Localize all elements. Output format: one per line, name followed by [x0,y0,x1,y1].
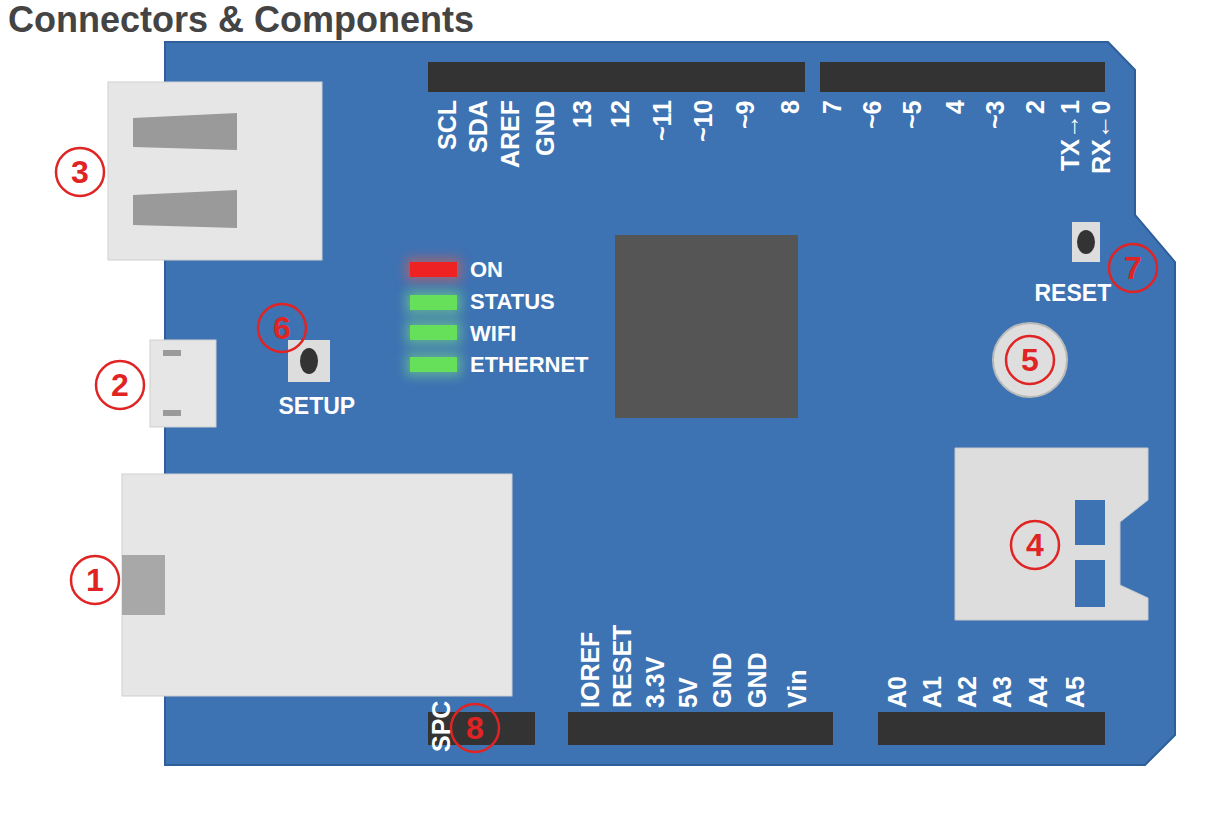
pin-label: A2 [955,676,980,708]
pin-label: Vin [785,670,810,708]
ethernet-tab [122,555,165,615]
pin-label: GND [533,100,558,156]
pin-label: A3 [990,676,1015,708]
pin-header [820,62,1105,92]
led [410,325,457,340]
pin-label: A4 [1026,676,1051,708]
callout-number: 7 [1124,252,1142,284]
pin-label: SPC [429,701,454,752]
usb-contact [163,350,181,356]
callout-number: 3 [71,156,89,188]
led-label: ETHERNET [470,354,589,376]
callout-number: 4 [1026,529,1044,561]
callout-circle [1109,244,1157,292]
callout-circle [258,304,306,352]
mounting-hole [993,323,1067,397]
callout-circle [56,148,104,196]
sd-contact [1075,560,1105,607]
usb-a-port [108,82,322,260]
pin-label: A0 [885,676,910,708]
callout-number: 6 [273,312,291,344]
pin-label: SCL [435,100,460,150]
ethernet-jack [122,474,512,696]
pin-label: GND [710,652,735,708]
button-label: SETUP [279,395,356,418]
led-glow [406,258,461,281]
led [410,357,457,372]
pin-label: ~9 [733,100,758,129]
pin-label: 13 [570,100,595,128]
usb-slot [133,190,237,228]
led-label: STATUS [470,291,555,313]
button-cap [1077,230,1095,254]
pin-header [428,62,805,92]
callout-circle [451,704,499,752]
led-label: WIFI [470,323,516,345]
pin-label: SDA [466,100,491,153]
callout-circle [96,361,144,409]
led-glow [406,353,461,376]
pin-label: 5V [676,677,701,708]
pin-label: ~11 [650,100,675,141]
pin-label: 8 [778,100,803,114]
led [410,295,457,310]
sd-contact [1075,500,1105,545]
pin-label: ~10 [691,100,716,142]
button-body [1072,222,1100,262]
button-cap [300,348,318,374]
pin-label: 4 [943,100,968,114]
led [410,262,457,277]
pin-header [568,712,833,745]
callout-number: 2 [111,369,129,401]
led-glow [406,321,461,344]
pin-label: 12 [608,100,633,128]
pin-label: AREF [498,100,523,168]
pin-label: TX→1 [1058,100,1083,171]
pin-label: ~6 [860,100,885,129]
pin-header [878,712,1105,745]
callout-circle [71,556,119,604]
callout-circle [1011,521,1059,569]
pin-label: ~3 [983,100,1008,129]
micro-usb-port [150,340,216,427]
sd-card-slot [955,448,1148,620]
usb-contact [163,410,181,416]
pin-label: 3.3V [643,657,668,708]
pin-label: A1 [920,676,945,708]
usb-slot [133,113,237,150]
button-label: RESET [1035,282,1112,305]
pin-label: RX←0 [1089,100,1114,174]
callout-number: 8 [466,712,484,744]
title: Connectors & Components [8,2,474,38]
pin-label: RESET [610,625,635,708]
callout-number: 5 [1021,344,1039,376]
pin-label: IOREF [578,632,603,708]
pin-label: ~5 [900,100,925,129]
led-label: ON [470,259,503,281]
processor-chip [615,235,798,418]
pin-label: A5 [1063,676,1088,708]
pin-label: GND [745,652,770,708]
callout-number: 1 [86,564,104,596]
pin-label: 7 [820,100,845,114]
pin-label: 2 [1023,100,1048,114]
led-glow [406,291,461,314]
button-body [288,340,330,382]
callout-circle [1006,336,1054,384]
